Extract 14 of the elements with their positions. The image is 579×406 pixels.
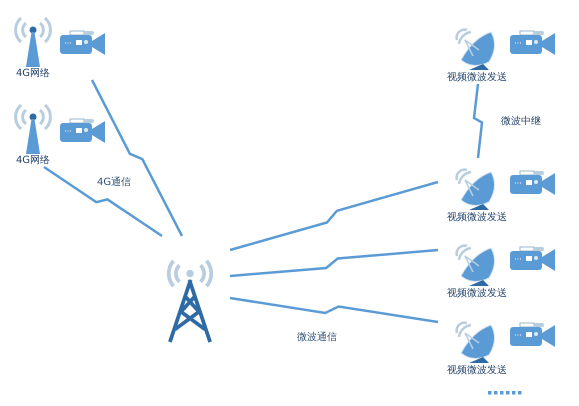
- node-label: 视频微波发送: [447, 72, 507, 84]
- node-label: 视频微波发送: [447, 365, 507, 377]
- node-label: 视频微波发送: [447, 288, 507, 300]
- lightning-link: [230, 296, 438, 324]
- node-label: 4G网络: [14, 68, 52, 80]
- lightning-link: [230, 180, 438, 252]
- node-label: 视频微波发送: [447, 212, 507, 224]
- lightning-link: [43, 166, 163, 238]
- link-label: 微波通信: [297, 330, 337, 344]
- link-label: 4G通信: [97, 176, 132, 189]
- lightning-link: [230, 248, 438, 278]
- node-label: 4G网络: [14, 155, 52, 167]
- lightning-link: [90, 79, 184, 237]
- edge-label: 微波中继: [500, 114, 542, 128]
